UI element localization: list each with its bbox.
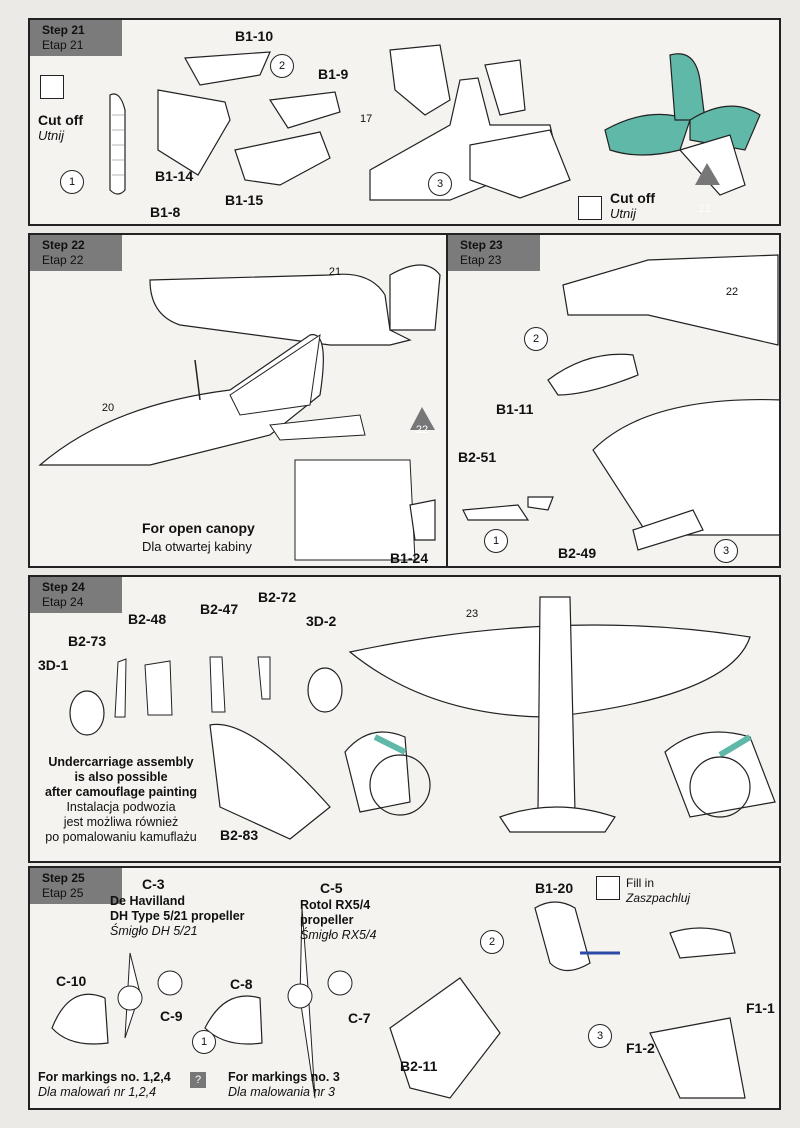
- open-canopy-pl-label: Dla otwartej kabiny: [142, 539, 252, 554]
- fill-in-icon: [596, 876, 620, 900]
- fill-in-label: Fill in Zaszpachluj: [626, 876, 691, 905]
- markings-124: For markings no. 1,2,4 Dla malowań nr 1,…: [38, 1070, 171, 1099]
- ref-21: 21: [698, 203, 712, 215]
- num-circle-3-s25: 3: [588, 1024, 612, 1048]
- step-24-drawing: [69, 596, 776, 840]
- undercarriage-note: Undercarriage assembly is also possible …: [44, 755, 198, 844]
- ref-17: 17: [360, 113, 373, 125]
- part-b1-10: B1-10: [235, 28, 274, 44]
- c3-desc: De Havilland DH Type 5/21 propeller Śmig…: [110, 894, 245, 938]
- part-b2-49: B2-49: [558, 545, 597, 561]
- part-c-3: C-3: [142, 876, 165, 892]
- num-circle-1-s25: 1: [192, 1030, 216, 1054]
- ref-20-s22: 20: [101, 402, 115, 414]
- step-22-drawing: [38, 264, 441, 561]
- part-3d-2: 3D-2: [306, 613, 337, 629]
- part-b2-11: B2-11: [400, 1058, 438, 1074]
- part-b2-51: B2-51: [458, 449, 497, 465]
- knife-icon: [40, 75, 64, 99]
- part-f1-1: F1-1: [746, 1000, 775, 1016]
- num-circle-1-s23: 1: [484, 529, 508, 553]
- markings-3: For markings no. 3 Dla malowania nr 3: [228, 1070, 340, 1099]
- num-circle-3-s23: 3: [714, 539, 738, 563]
- open-canopy-label: For open canopy: [142, 520, 255, 536]
- cut-off-label-2: Cut off: [610, 190, 656, 206]
- num-circle-1: 1: [60, 170, 84, 194]
- unknown-marker: ?: [190, 1072, 206, 1088]
- part-b1-11: B1-11: [496, 401, 534, 417]
- part-b1-24: B1-24: [390, 550, 429, 566]
- part-b2-72: B2-72: [258, 589, 297, 605]
- c5-desc: Rotol RX5/4 propeller Śmigło RX5/4: [300, 898, 377, 942]
- part-b1-14: B1-14: [155, 168, 194, 184]
- part-b1-20: B1-20: [535, 880, 574, 896]
- part-c-10: C-10: [56, 973, 87, 989]
- part-b2-83: B2-83: [220, 827, 259, 843]
- step-25-drawing: [51, 901, 746, 1099]
- cut-off-pl-label-2: Utnij: [610, 206, 637, 221]
- part-b1-9: B1-9: [318, 66, 349, 82]
- step-21-drawing: [109, 44, 761, 201]
- knife-icon-2: [578, 196, 602, 220]
- num-circle-3: 3: [428, 172, 452, 196]
- cut-off-label: Cut off: [38, 112, 84, 128]
- part-c-5: C-5: [320, 880, 343, 896]
- part-b2-47: B2-47: [200, 601, 239, 617]
- part-3d-1: 3D-1: [38, 657, 69, 673]
- ref-21-s22: 21: [328, 266, 342, 278]
- num-circle-2: 2: [270, 54, 294, 78]
- ref-23-s24: 23: [465, 608, 479, 620]
- part-c-7: C-7: [348, 1010, 371, 1026]
- part-b1-15: B1-15: [225, 192, 264, 208]
- step-23-drawing: [462, 254, 779, 551]
- num-circle-2-s25: 2: [480, 930, 504, 954]
- part-b2-73: B2-73: [68, 633, 107, 649]
- part-c-9: C-9: [160, 1008, 183, 1024]
- num-circle-2-s23: 2: [524, 327, 548, 351]
- part-b1-8: B1-8: [150, 204, 181, 220]
- part-c-8: C-8: [230, 976, 253, 992]
- cut-off-pl-label: Utnij: [38, 128, 65, 143]
- part-f1-2: F1-2: [626, 1040, 655, 1056]
- ref-22-s22: 22: [415, 424, 429, 436]
- part-b2-48: B2-48: [128, 611, 167, 627]
- ref-22-s23: 22: [725, 286, 739, 298]
